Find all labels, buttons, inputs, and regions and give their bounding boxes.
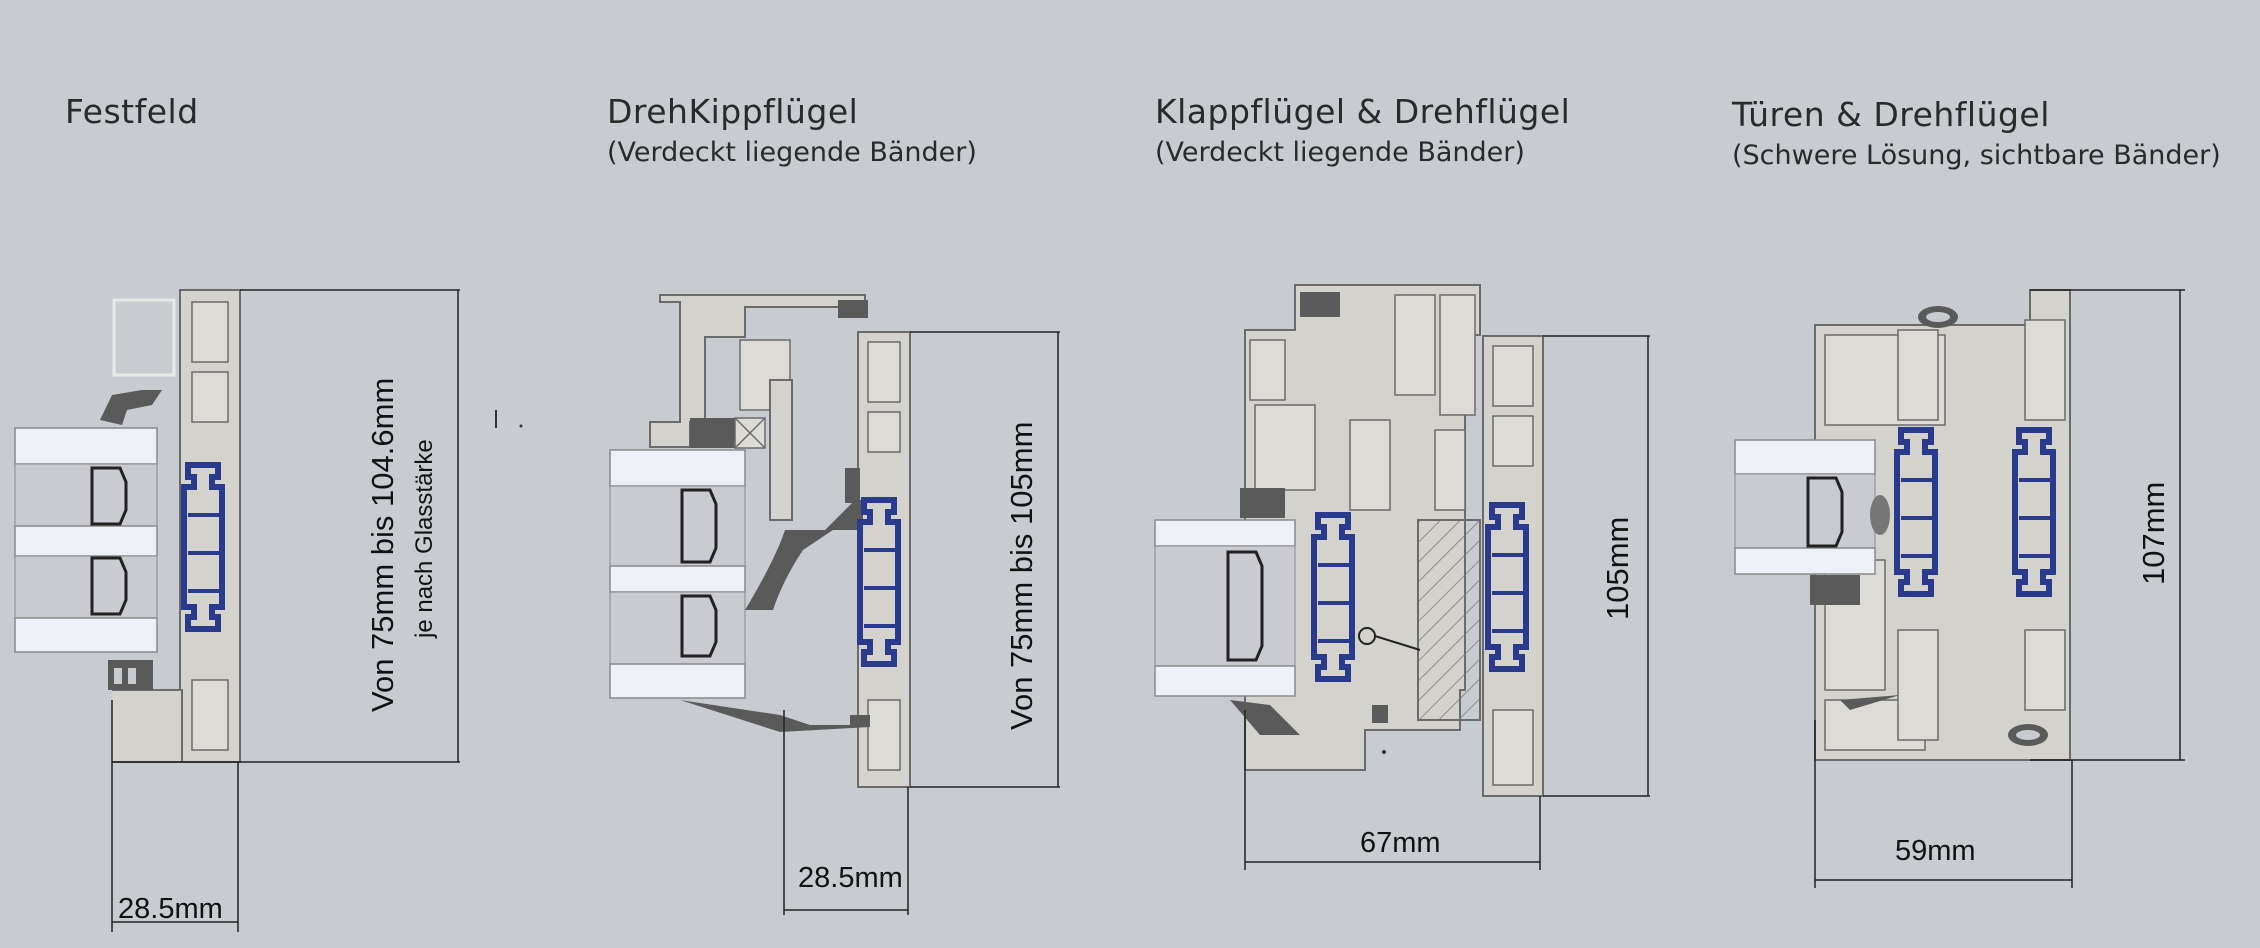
section-title-festfeld: Festfeld	[65, 92, 199, 131]
section-title-drehkipp: DrehKippflügel	[607, 92, 859, 131]
section-subtitle-tueren: (Schwere Lösung, sichtbare Bänder)	[1732, 140, 2221, 171]
klapp-width-label: 67mm	[1360, 827, 1441, 859]
section-title-tueren: Türen & Drehflügel	[1732, 95, 2050, 134]
festfeld-height-sublabel: je nach Glasstärke	[411, 439, 438, 639]
section-title-klapp: Klappflügel & Drehflügel	[1155, 92, 1571, 131]
festfeld-profile	[14, 289, 460, 932]
klapp-profile	[1154, 284, 1650, 870]
festfeld-width-label: 28.5mm	[118, 893, 223, 925]
tueren-profile	[1734, 289, 2185, 888]
section-subtitle-drehkipp: (Verdeckt liegende Bänder)	[607, 137, 977, 168]
drehkipp-profile	[609, 294, 1060, 915]
klapp-height-label: 105mm	[1600, 517, 1635, 620]
festfeld-height-label: Von 75mm bis 104.6mm	[365, 378, 400, 712]
section-subtitle-klapp: (Verdeckt liegende Bänder)	[1155, 137, 1525, 168]
tueren-height-label: 107mm	[2136, 482, 2171, 585]
drehkipp-width-label: 28.5mm	[798, 862, 903, 894]
drehkipp-height-label: Von 75mm bis 105mm	[1004, 422, 1039, 730]
tueren-width-label: 59mm	[1895, 835, 1976, 867]
